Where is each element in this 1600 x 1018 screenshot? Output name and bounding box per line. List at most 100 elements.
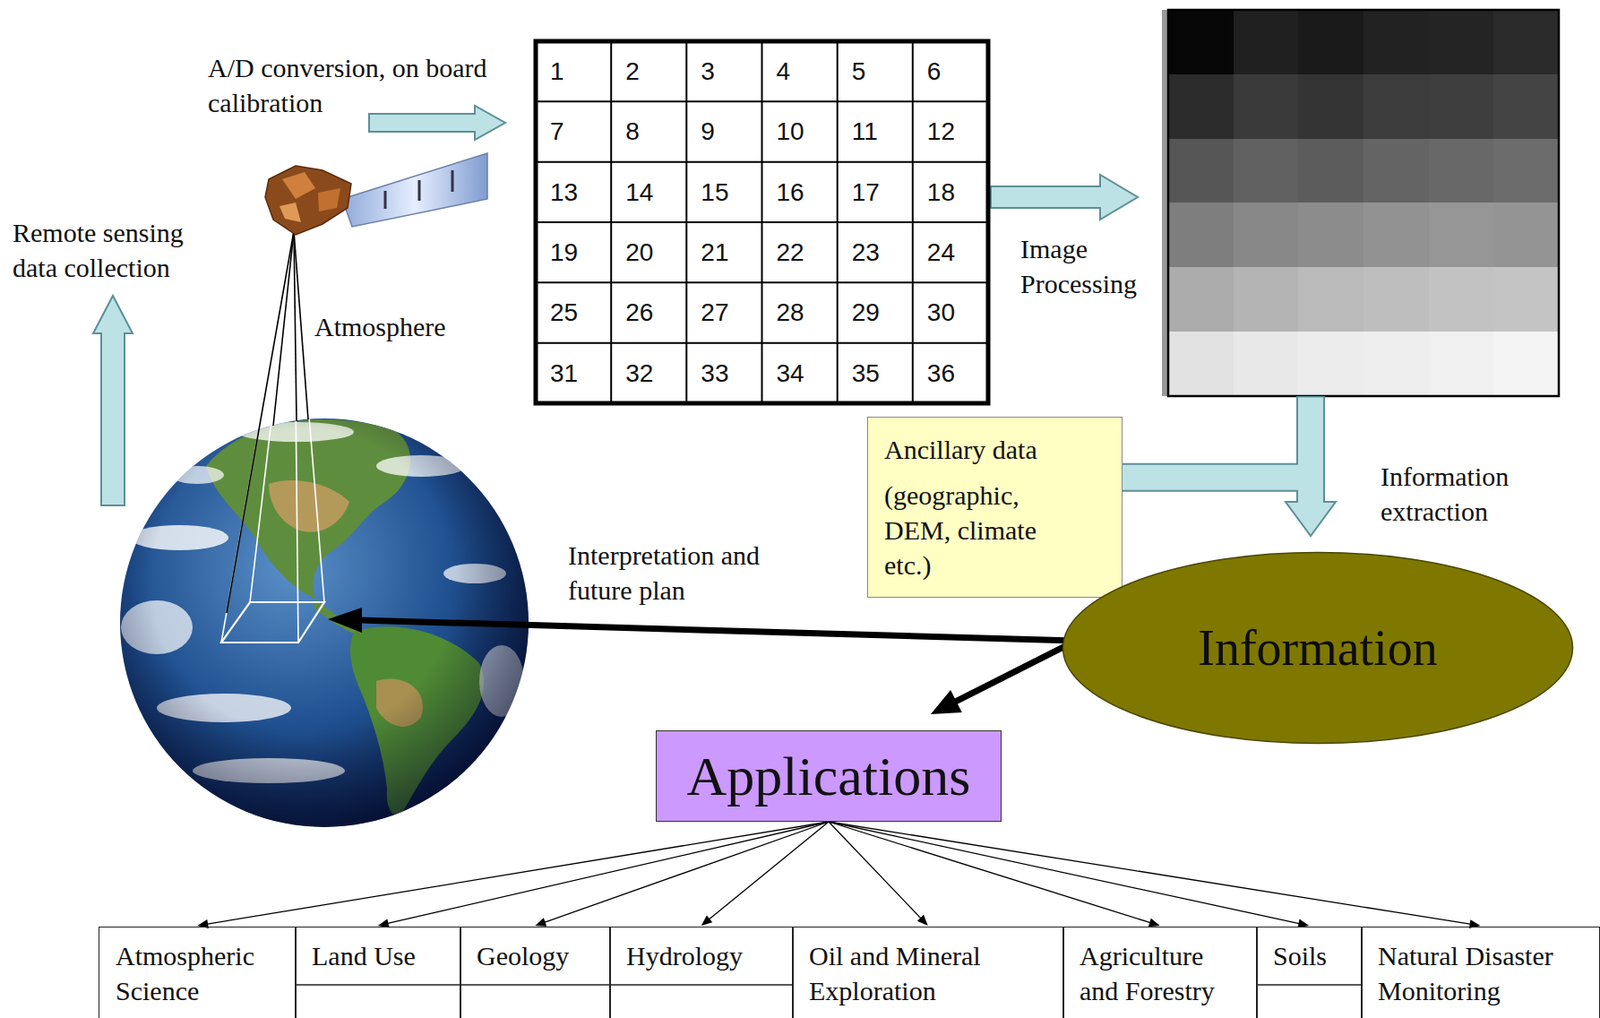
conversion-arrow: [369, 105, 506, 140]
grayscale-image: [1233, 266, 1300, 333]
information-ellipse: Information: [1061, 550, 1575, 745]
arrowhead: [1148, 918, 1161, 928]
table-cell: 5: [851, 41, 908, 102]
earth-globe: [120, 231, 529, 827]
satellite: [384, 190, 388, 209]
satellite: [342, 153, 488, 227]
grayscale-image: [1161, 9, 1559, 396]
table-cell: 14: [625, 162, 681, 223]
grayscale-image: [1233, 138, 1300, 205]
grayscale-image: [1233, 9, 1300, 76]
connector: [534, 821, 829, 927]
node-heading: Oil and Mineral Exploration: [808, 937, 1048, 1008]
pixel-grid: [535, 41, 989, 404]
interpretation-arrow: [358, 619, 1076, 641]
satellite: [265, 165, 352, 235]
callout-label: Interpretation and future plan: [567, 537, 792, 608]
grayscale-image: [1493, 202, 1559, 268]
satellite: [282, 172, 316, 199]
arrowhead: [917, 914, 929, 926]
application-box: Land Use: [294, 926, 462, 1018]
extraction-arrow: [1296, 395, 1325, 492]
grayscale-image: [1428, 202, 1496, 268]
table-cell: 6: [927, 41, 983, 102]
callout-label: Image Processing: [1020, 231, 1155, 302]
ellipse-shape: [1063, 552, 1574, 744]
connector: [828, 821, 1161, 927]
grayscale-image: [1428, 266, 1496, 333]
pixel-grid: [535, 161, 989, 164]
table-cell: 17: [851, 162, 908, 223]
callout-label: Remote sensing data collection: [12, 215, 215, 285]
connector-line: [206, 821, 829, 924]
grayscale-image: [1363, 202, 1430, 268]
table-divider: [294, 983, 792, 986]
connector-line: [828, 821, 1471, 924]
band-fill: [1122, 477, 1311, 503]
pixel-grid: [535, 342, 989, 345]
grayscale-image: [1233, 331, 1300, 396]
sensor-footprint: [221, 231, 294, 643]
grayscale-image: [1298, 331, 1365, 396]
node-heading: Soils: [1273, 937, 1346, 973]
sensor-cone: [293, 231, 309, 420]
table-cell: 35: [851, 343, 908, 404]
arrowhead: [930, 689, 963, 714]
node-heading: Information: [1197, 619, 1437, 677]
grayscale-image: [1168, 202, 1235, 268]
grayscale-image: [1363, 331, 1430, 396]
grayscale-image: [1493, 266, 1559, 333]
connector-line: [828, 821, 1152, 923]
pixel-grid: [535, 281, 989, 284]
table-cell: 4: [776, 41, 833, 102]
grayscale-image: [1363, 74, 1430, 140]
table-cell: 23: [851, 222, 908, 283]
table-cell: 1: [550, 41, 606, 102]
application-box: Natural Disaster Monitoring: [1360, 926, 1600, 1018]
connector: [828, 821, 1309, 928]
table-cell: 19: [550, 222, 606, 283]
table-cell: 28: [776, 282, 833, 343]
callout-label: Atmosphere: [314, 309, 485, 345]
sensor-footprint: [293, 231, 299, 643]
application-box: Atmospheric Science: [98, 926, 297, 1018]
sensor-cone: [226, 231, 309, 613]
grayscale-image: [1493, 74, 1559, 140]
table-cell: 31: [550, 343, 606, 404]
grayscale-image: [1233, 74, 1300, 140]
application-box: Oil and Mineral Exploration: [791, 926, 1065, 1018]
sensor-footprint: [293, 231, 325, 603]
node-heading: Natural Disaster Monitoring: [1377, 937, 1583, 1008]
satellite: [265, 153, 488, 235]
callout-label: A/D conversion, on board calibration: [207, 50, 526, 121]
grayscale-image: [1298, 202, 1365, 268]
grayscale-image: [1363, 9, 1430, 76]
table-cell: 20: [625, 222, 681, 283]
satellite: [451, 170, 455, 192]
remote-sensing-arrow: [93, 295, 133, 506]
grayscale-image: [1168, 266, 1235, 333]
connector: [828, 821, 1481, 929]
connector: [197, 821, 829, 929]
grayscale-image: [1298, 138, 1365, 205]
table-cell: 18: [927, 162, 983, 223]
grayscale-image: [1233, 202, 1300, 268]
table-cell: 12: [927, 101, 983, 162]
grayscale-image: [1493, 138, 1559, 205]
node-heading: Agriculture and Forestry: [1079, 937, 1241, 1008]
table-cell: 11: [851, 101, 908, 162]
grayscale-image: [1168, 9, 1235, 76]
applications-box: Applications: [655, 730, 1002, 822]
connector: [701, 821, 829, 926]
table-cell: 2: [625, 41, 681, 102]
grayscale-image: [1493, 9, 1559, 76]
application-box: Hydrology: [609, 926, 794, 1018]
processing-arrow: [990, 174, 1138, 220]
table-cell: 34: [776, 343, 833, 404]
sensor-cone: [273, 231, 294, 426]
node-heading: Geology: [476, 937, 594, 973]
grayscale-image: [1298, 74, 1365, 140]
table-cell: 16: [776, 162, 833, 223]
table-cell: 13: [550, 162, 606, 223]
satellite: [418, 180, 422, 201]
